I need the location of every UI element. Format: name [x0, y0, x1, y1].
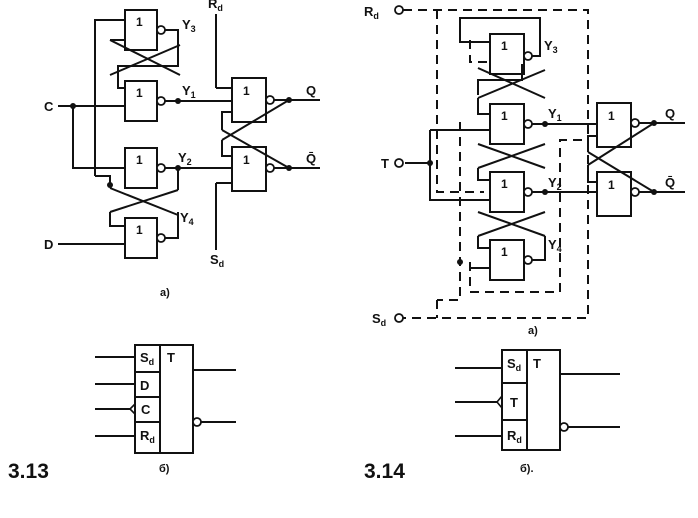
svg-text:1: 1: [608, 109, 615, 123]
svg-text:1: 1: [243, 153, 250, 167]
fig13-symbol-type: T: [167, 350, 175, 365]
fig14-output-qbar: Q̄: [665, 175, 675, 190]
fig13-gate-y2: 1: [124, 147, 166, 189]
fig14-label-y4: Y4: [548, 237, 562, 254]
fig13-set-label: Sd: [210, 252, 224, 269]
fig13-reset-label: Rd: [208, 0, 223, 13]
fig13-label-y2: Y2: [178, 150, 192, 167]
fig14-number: 3.14: [364, 460, 405, 483]
fig14-wires: [394, 5, 685, 323]
svg-text:1: 1: [136, 86, 143, 100]
fig14-label-y2: Y2: [548, 175, 562, 192]
fig14-pin-rd: Rd: [507, 428, 522, 445]
fig13-caption-a: a): [160, 287, 170, 299]
svg-text:1: 1: [501, 177, 508, 191]
fig13-label-y3: Y3: [182, 17, 196, 34]
fig14-gate-y2: 1: [489, 171, 533, 213]
svg-text:1: 1: [501, 39, 508, 53]
fig13-input-d: D: [44, 237, 53, 252]
fig14-gate-y1: 1: [489, 103, 533, 145]
fig13-number: 3.13: [8, 460, 49, 483]
svg-text:1: 1: [136, 153, 143, 167]
fig14-label-y1: Y1: [548, 106, 562, 123]
fig14-symbol: T Sd T Rd б).: [455, 349, 620, 475]
fig13-gate-y3: 1: [124, 9, 166, 51]
fig14-pin-sd: Sd: [507, 356, 521, 373]
svg-text:1: 1: [136, 223, 143, 237]
fig13-caption-b: б): [159, 463, 170, 475]
fig13-label-y4: Y4: [180, 210, 194, 227]
fig14-gate-y4: 1: [489, 239, 533, 281]
fig13-pin-sd: Sd: [140, 350, 154, 367]
fig14-symbol-type: T: [533, 356, 541, 371]
svg-text:1: 1: [501, 245, 508, 259]
fig14-output-q: Q: [665, 106, 675, 121]
fig13-wires: [58, 14, 320, 250]
fig14-gate-y3: 1: [489, 33, 533, 75]
fig13-label-y1: Y1: [182, 83, 196, 100]
fig13-output-qbar: Q̄: [306, 151, 316, 166]
fig13-output-q: Q: [306, 83, 316, 98]
fig14-caption-a: a): [528, 325, 538, 337]
fig13-symbol: T Sd D C Rd б): [95, 344, 236, 475]
fig14-set-label: Sd: [372, 311, 386, 328]
fig13-gate-q: 1: [231, 77, 275, 123]
fig13-gate-y1: 1: [124, 80, 166, 122]
svg-text:1: 1: [608, 178, 615, 192]
fig14-reset-label: Rd: [364, 4, 379, 21]
fig13-pin-d: D: [140, 378, 149, 393]
fig13-gate-qbar: 1: [231, 146, 275, 192]
fig14-pin-t: T: [510, 395, 518, 410]
fig13-pin-rd: Rd: [140, 428, 155, 445]
svg-text:1: 1: [501, 109, 508, 123]
fig13-gate-y4: 1: [124, 217, 166, 259]
fig14-caption-b: б).: [520, 463, 534, 475]
fig13-pin-c: C: [141, 402, 151, 417]
svg-text:1: 1: [136, 15, 143, 29]
fig14-gate-qbar: 1: [596, 171, 640, 217]
svg-text:1: 1: [243, 84, 250, 98]
fig14-label-y3: Y3: [544, 38, 558, 55]
fig14-gate-q: 1: [596, 102, 640, 148]
fig14-schematic: 1 1 1 1 1 1: [364, 4, 685, 337]
fig13-schematic: 1 1 1 1 1 1: [44, 0, 320, 299]
fig14-input-t: T: [381, 156, 389, 171]
fig13-input-c: C: [44, 99, 54, 114]
